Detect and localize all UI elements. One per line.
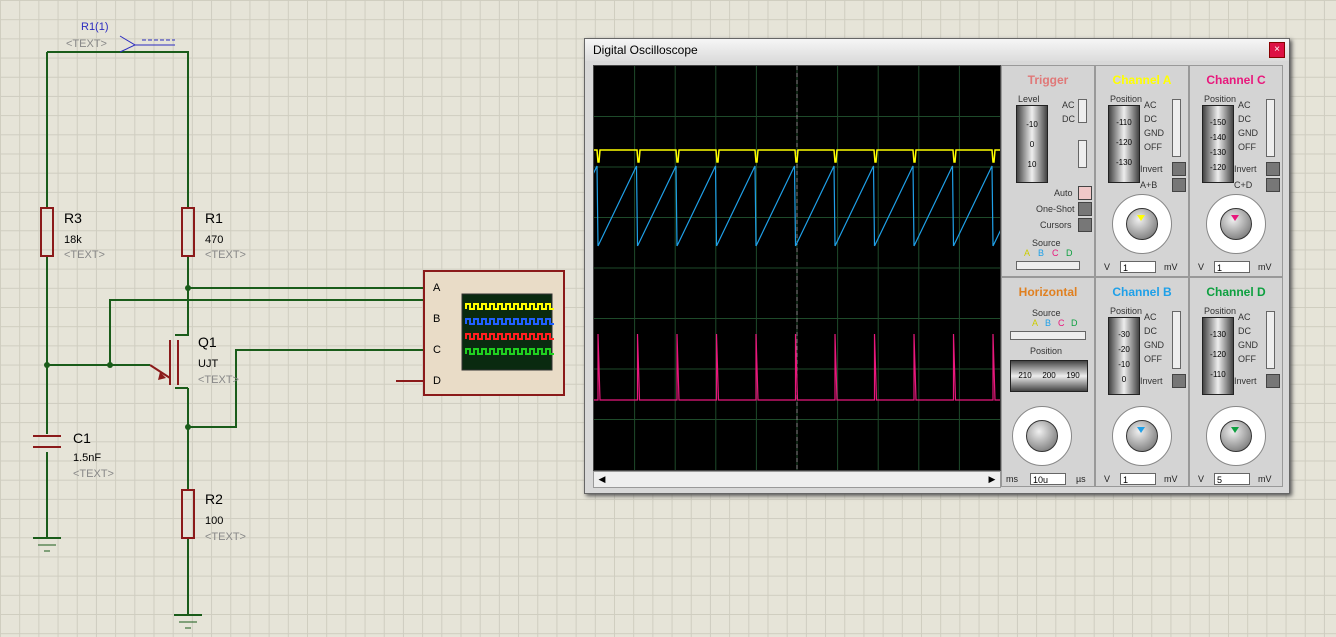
scroll-left-icon[interactable]: ◀ xyxy=(598,474,606,484)
timebase-knob[interactable] xyxy=(1012,406,1072,466)
trigger-title: Trigger xyxy=(1027,73,1069,87)
coupling-switch[interactable] xyxy=(1266,311,1275,369)
r1-value: 470 xyxy=(205,234,224,246)
r3-body xyxy=(40,207,54,257)
channel-title: Channel C xyxy=(1206,73,1266,87)
r2-ref: R2 xyxy=(205,491,223,507)
schematic-canvas[interactable] xyxy=(0,0,580,637)
trace-channel-a xyxy=(594,149,1000,163)
c1-value: 1.5nF xyxy=(73,452,102,464)
channel-title: Channel B xyxy=(1112,285,1172,299)
channel-position-wheel[interactable]: -130-120-110 xyxy=(1202,317,1234,395)
oscilloscope-title-bar[interactable]: Digital Oscilloscope × xyxy=(585,39,1289,61)
volts-div-input[interactable]: 1 xyxy=(1120,261,1156,273)
scope-display[interactable] xyxy=(557,65,1034,471)
coupling-switch[interactable] xyxy=(1266,99,1275,157)
scope-traces-svg xyxy=(557,66,1034,470)
r2-body xyxy=(181,489,195,539)
one-shot-button[interactable] xyxy=(1078,202,1092,216)
volts-div-input[interactable]: 1 xyxy=(1120,473,1156,485)
scope-symbol-trace xyxy=(465,303,554,310)
r1-placeholder: <TEXT> xyxy=(205,249,246,261)
r3-value: 18k xyxy=(64,234,82,246)
trigger-level-label: Level xyxy=(1018,94,1040,104)
scope-pin-b: B xyxy=(433,313,441,325)
close-icon[interactable]: × xyxy=(1269,42,1285,58)
volts-div-knob[interactable] xyxy=(1112,406,1172,466)
volts-div-input[interactable]: 5 xyxy=(1214,473,1250,485)
r3-placeholder: <TEXT> xyxy=(64,249,105,261)
coupling-switch[interactable] xyxy=(1172,311,1181,369)
knob-marker xyxy=(1137,427,1145,433)
invert-button[interactable] xyxy=(1172,162,1186,176)
r2-placeholder: <TEXT> xyxy=(205,531,246,543)
a-plus-b-button[interactable] xyxy=(1172,178,1186,192)
channel-position-wheel[interactable]: -150-140-130-120 xyxy=(1202,105,1234,183)
scope-pin-a: A xyxy=(433,282,441,294)
horizontal-position-wheel[interactable]: 210 200 190 xyxy=(1010,360,1088,392)
oscilloscope-title: Digital Oscilloscope xyxy=(593,43,698,57)
invert-button[interactable] xyxy=(1172,374,1186,388)
r2-value: 100 xyxy=(205,515,224,527)
volts-div-knob[interactable] xyxy=(1112,194,1172,254)
cursors-button[interactable] xyxy=(1078,218,1092,232)
trigger-panel: Trigger Level -10 0 10 AC DC Auto One-Sh… xyxy=(1001,65,1095,277)
invert-button[interactable] xyxy=(1266,162,1280,176)
auto-button[interactable] xyxy=(1078,186,1092,200)
c1-placeholder: <TEXT> xyxy=(73,468,114,480)
trigger-coupling-switch[interactable] xyxy=(1078,99,1087,123)
knob-marker xyxy=(1137,215,1145,221)
scope-pin-c: C xyxy=(433,344,441,356)
scroll-right-icon[interactable]: ▶ xyxy=(988,474,996,484)
invert-button[interactable] xyxy=(1266,374,1280,388)
horizontal-title: Horizontal xyxy=(1018,285,1078,299)
volts-div-input[interactable]: 1 xyxy=(1214,261,1250,273)
r1-ref: R1 xyxy=(205,210,223,226)
horizontal-panel: Horizontal Source A B C D Position 210 2… xyxy=(1001,277,1095,487)
q1-placeholder: <TEXT> xyxy=(198,374,239,386)
oscilloscope-window[interactable]: Digital Oscilloscope × ◀ ▶ Trigger Level… xyxy=(557,38,1290,494)
volts-div-knob[interactable] xyxy=(1206,406,1266,466)
channel-title: Channel A xyxy=(1112,73,1172,87)
trace-channel-b xyxy=(557,165,1034,247)
knob-marker xyxy=(1231,427,1239,433)
c-plus-d-button[interactable] xyxy=(1266,178,1280,192)
scope-pin-d: D xyxy=(433,375,441,387)
r3-ref: R3 xyxy=(64,210,82,226)
trigger-level-wheel[interactable]: -10 0 10 xyxy=(1016,105,1048,183)
r1-body xyxy=(181,207,195,257)
horizontal-scrollbar[interactable]: ◀ ▶ xyxy=(593,471,1001,488)
coupling-switch[interactable] xyxy=(1172,99,1181,157)
knob-marker xyxy=(1231,215,1239,221)
scope-symbol-trace xyxy=(465,333,554,340)
scope-symbol-trace xyxy=(465,318,554,325)
trace-channel-c xyxy=(594,333,1000,401)
probe-placeholder: <TEXT> xyxy=(66,38,107,50)
channel-position-wheel[interactable]: -110-120-130 xyxy=(1108,105,1140,183)
q1-value: UJT xyxy=(198,358,219,370)
channel-title: Channel D xyxy=(1206,285,1266,299)
scope-symbol-trace xyxy=(465,348,554,355)
c1-ref: C1 xyxy=(73,430,91,446)
probe-label: R1(1) xyxy=(81,21,109,33)
q1-ref: Q1 xyxy=(198,334,217,350)
trigger-edge-switch[interactable] xyxy=(1078,140,1087,168)
horizontal-source-slider[interactable] xyxy=(1010,331,1086,340)
timebase-input[interactable]: 10u xyxy=(1030,473,1066,485)
trigger-source-slider[interactable] xyxy=(1016,261,1080,270)
volts-div-knob[interactable] xyxy=(1206,194,1266,254)
